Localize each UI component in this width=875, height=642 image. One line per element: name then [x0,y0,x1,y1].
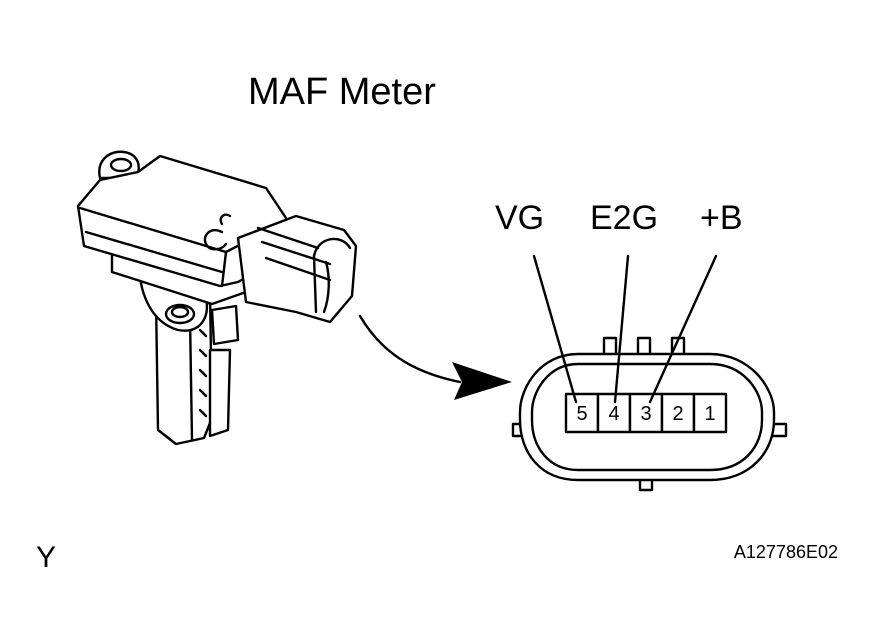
diagram-title: MAF Meter [248,71,436,113]
curved-arrow-icon [358,314,512,400]
pin-label-e2g: E2G [590,199,658,237]
pin-1-number: 1 [704,403,715,425]
pin-5-number: 5 [576,403,587,425]
leader-line-plus-b [648,254,718,404]
maf-sensor-illustration [76,150,358,446]
pin-label-plus-b: +B [700,199,743,237]
pin-label-vg: VG [495,199,544,237]
pin-4-number: 4 [608,403,619,425]
pin-3-number: 3 [640,403,651,425]
connector-face: 5 4 3 2 1 [511,336,788,492]
corner-letter: Y [36,541,56,574]
pin-labels: VG E2G +B [495,199,743,404]
pin-2-number: 2 [672,403,683,425]
figure-code: A127786E02 [734,542,838,562]
leader-line-vg [532,254,578,404]
pin-row: 5 4 3 2 1 [564,392,728,434]
leader-line-e2g [613,254,630,404]
